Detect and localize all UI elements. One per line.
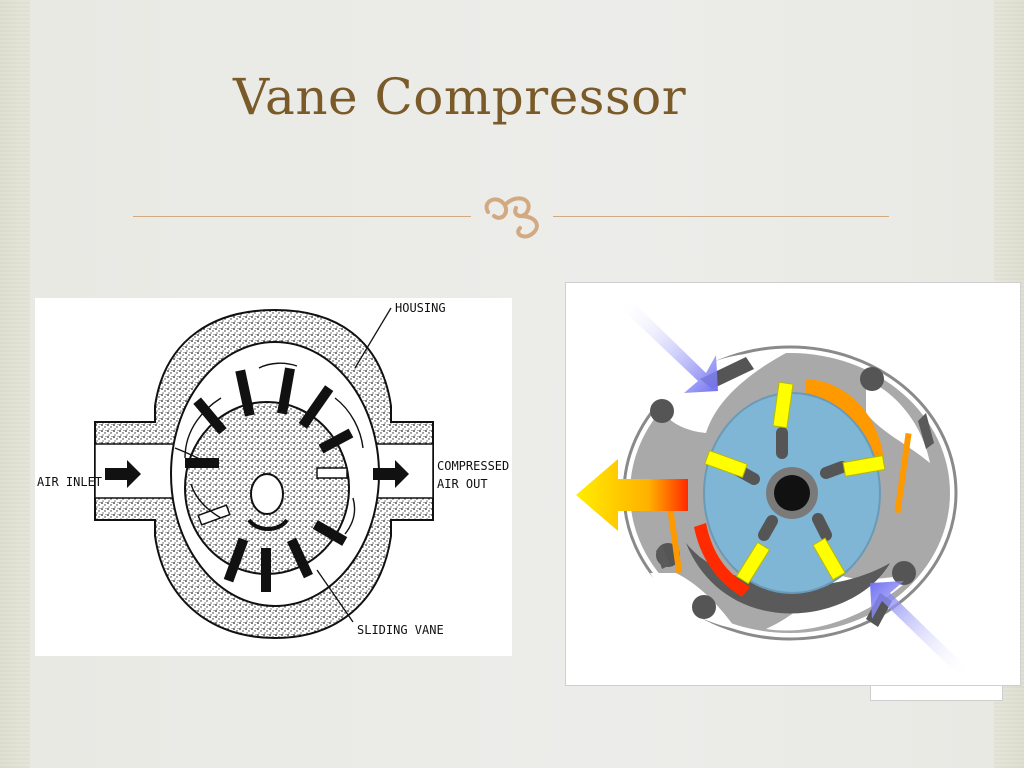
scroll-flourish-icon bbox=[484, 196, 539, 239]
color-diagram-drawing bbox=[576, 299, 968, 677]
rotor bbox=[703, 392, 881, 594]
left-frame-texture bbox=[0, 0, 30, 768]
label-air-inlet: AIR INLET bbox=[37, 475, 102, 489]
divider-rule-right bbox=[553, 216, 889, 217]
vane-slots bbox=[730, 427, 848, 541]
sliding-vanes bbox=[185, 367, 354, 592]
stator-lobes bbox=[656, 413, 934, 614]
intake-arrow-bottom bbox=[870, 581, 968, 677]
port-arrows bbox=[105, 460, 409, 488]
air-flow-arrows bbox=[174, 362, 364, 535]
sliding-vanes bbox=[704, 381, 886, 585]
label-sliding-vane: SLIDING VANE bbox=[357, 623, 444, 637]
leader-lines bbox=[316, 307, 392, 623]
label-compressed-air-out-line1: COMPRESSED bbox=[437, 459, 509, 473]
exhaust-arrow bbox=[576, 459, 688, 531]
label-housing: HOUSING bbox=[395, 301, 446, 315]
vane-compressor-color-diagram bbox=[565, 282, 1021, 686]
cross-section-drawing: HOUSING AIR INLET COMPRESSED AIR OUT SLI… bbox=[37, 301, 509, 640]
slide-title: Vane Compressor bbox=[233, 68, 687, 126]
divider-rule-left bbox=[133, 216, 471, 217]
right-panel-tab bbox=[870, 686, 1003, 701]
label-compressed-air-out-line2: AIR OUT bbox=[437, 477, 488, 491]
vane-compressor-cross-section: HOUSING AIR INLET COMPRESSED AIR OUT SLI… bbox=[35, 298, 512, 656]
intake-arrow-top bbox=[622, 299, 718, 393]
